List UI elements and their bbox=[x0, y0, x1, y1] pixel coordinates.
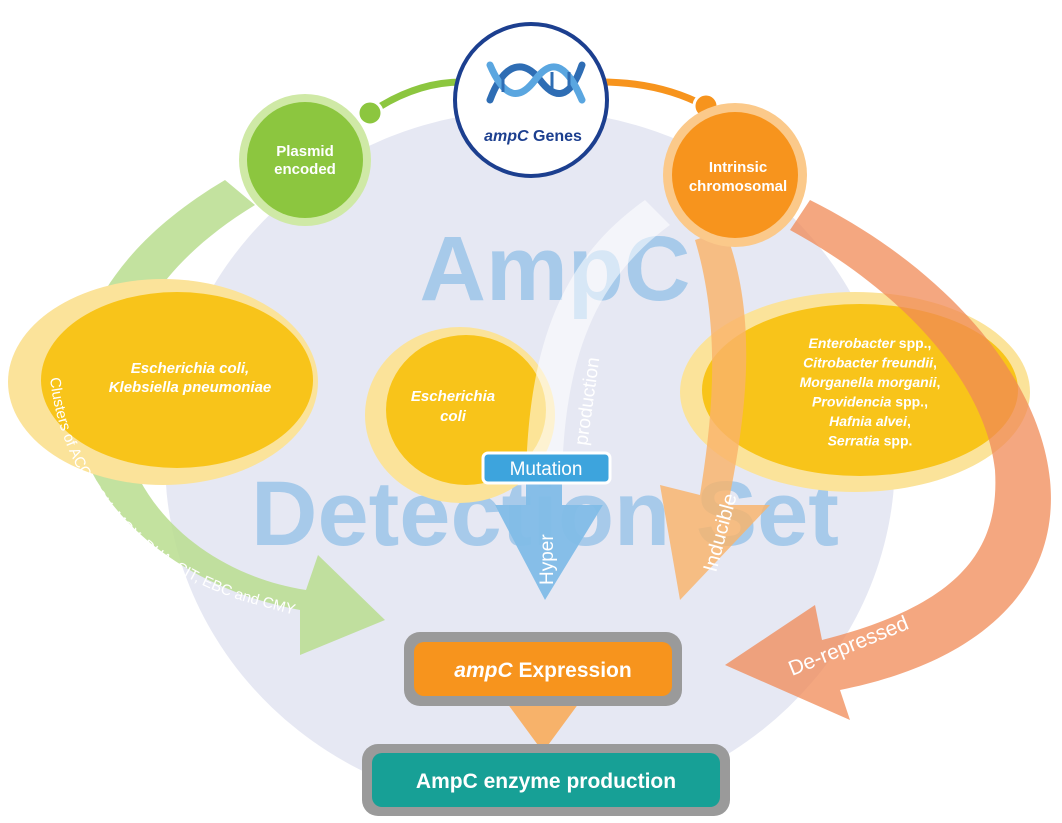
derepressed-arrow bbox=[725, 200, 1051, 720]
organism-right-rest: spp. bbox=[880, 433, 913, 449]
expression-label-rest: Expression bbox=[513, 659, 632, 682]
plasmid-connector-arc bbox=[368, 78, 463, 116]
organism-right-line: Hafnia alvei, bbox=[829, 413, 911, 429]
organism-left-line1: Escherichia coli, bbox=[131, 360, 249, 377]
ampc-genes-title-italic: ampC bbox=[484, 128, 529, 145]
organism-right-italic: Providencia bbox=[812, 394, 892, 410]
intrinsic-connector-arc bbox=[599, 78, 707, 110]
mutation-label: Mutation bbox=[510, 459, 583, 480]
expression-label-italic: ampC bbox=[454, 659, 513, 682]
ampc-genes-title-rest: Genes bbox=[529, 128, 582, 145]
organism-right-rest: , bbox=[933, 355, 937, 371]
organism-right-rest: spp., bbox=[895, 335, 932, 351]
organism-right-rest: , bbox=[937, 374, 941, 390]
organisms-left-text: Escherichia coli, Klebsiella pneumoniae bbox=[109, 360, 272, 396]
organism-right-rest: , bbox=[907, 413, 911, 429]
organism-right-italic: Enterobacter bbox=[809, 335, 897, 351]
expression-label: ampC Expression bbox=[454, 659, 631, 682]
organism-middle-line1: Escherichia bbox=[411, 388, 495, 405]
organism-right-line: Citrobacter freundii, bbox=[803, 355, 937, 371]
organisms-middle-text: Escherichia coli bbox=[411, 388, 495, 425]
intrinsic-line2: chromosomal bbox=[689, 178, 787, 195]
organism-ellipse-left bbox=[8, 279, 318, 485]
dna-helix-icon bbox=[486, 61, 586, 104]
ampc-genes-title: ampC Genes bbox=[484, 128, 582, 145]
plasmid-connector-dot bbox=[356, 99, 384, 127]
plasmid-line2: encoded bbox=[274, 161, 336, 178]
inducible-arrow bbox=[660, 230, 770, 600]
plasmid-line1: Plasmid bbox=[276, 143, 334, 160]
organism-right-rest: spp., bbox=[891, 394, 928, 410]
intrinsic-line1: Intrinsic bbox=[709, 159, 767, 176]
organism-right-italic: Hafnia alvei bbox=[829, 413, 908, 429]
organism-right-line: Enterobacter spp., bbox=[809, 335, 932, 351]
organism-right-italic: Citrobacter freundii bbox=[803, 355, 934, 371]
enzyme-box: AmpC enzyme production bbox=[362, 744, 730, 816]
organism-right-line: Serratia spp. bbox=[828, 433, 913, 449]
enzyme-label: AmpC enzyme production bbox=[416, 770, 676, 793]
organism-right-italic: Serratia bbox=[828, 433, 880, 449]
organism-left-line2: Klebsiella pneumoniae bbox=[109, 379, 272, 396]
hyper-production-arrow bbox=[495, 200, 670, 600]
hyper-label: Hyper bbox=[537, 534, 558, 585]
ampc-genes-node: ampC Genes bbox=[453, 22, 609, 178]
organisms-right-text: Enterobacter spp.,Citrobacter freundii,M… bbox=[800, 335, 941, 449]
organism-middle-line2: coli bbox=[440, 408, 467, 425]
intrinsic-node: Intrinsic chromosomal bbox=[663, 103, 807, 247]
organism-right-line: Morganella morganii, bbox=[800, 374, 941, 390]
expression-box: ampC Expression bbox=[404, 632, 682, 706]
organism-right-line: Providencia spp., bbox=[812, 394, 928, 410]
mutation-badge: Mutation bbox=[481, 451, 612, 485]
plasmid-node: Plasmid encoded bbox=[239, 94, 371, 226]
organism-right-italic: Morganella morganii bbox=[800, 374, 938, 390]
